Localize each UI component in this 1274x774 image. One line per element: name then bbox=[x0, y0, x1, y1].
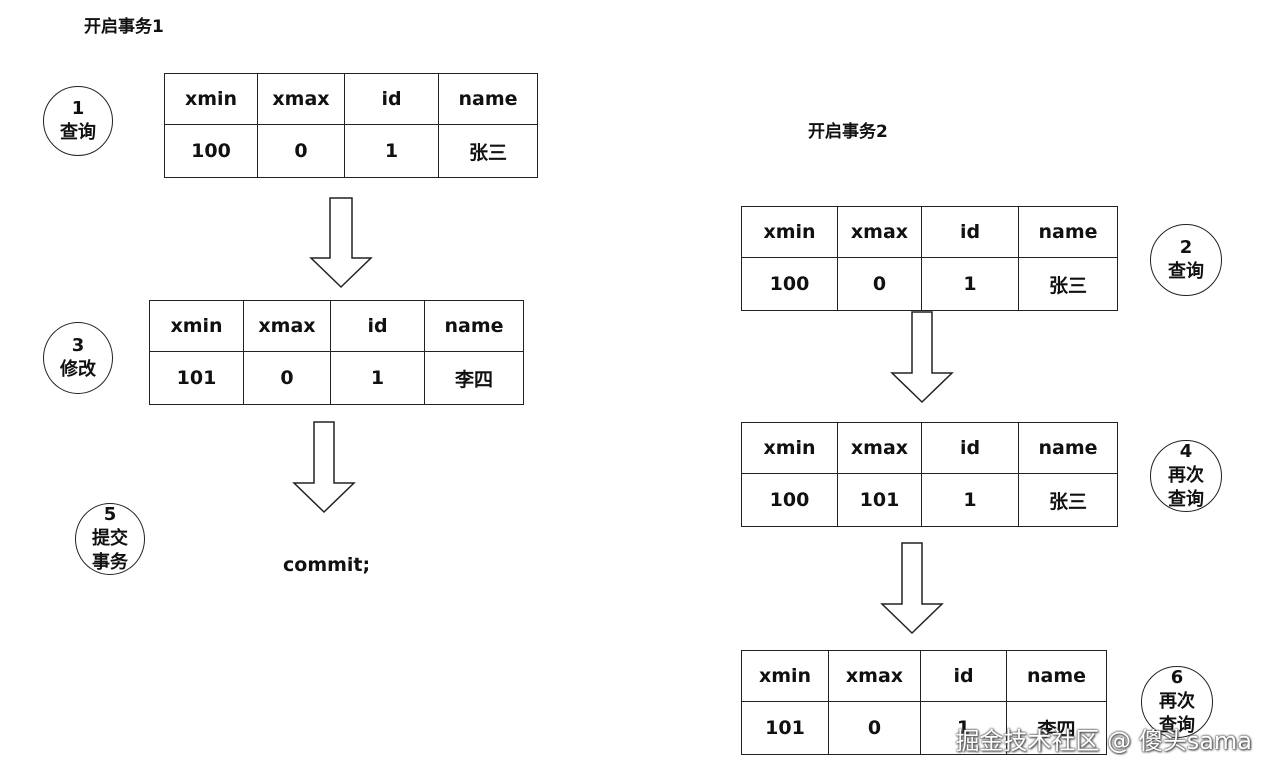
cell-xmin: 100 bbox=[741, 473, 838, 527]
step-4-circle: 4 再次 查询 bbox=[1150, 440, 1222, 512]
step-3-circle: 3 修改 bbox=[43, 322, 113, 394]
version-table-2: xmin xmax id name 101 0 1 李四 bbox=[149, 300, 524, 405]
step-label: 查询 bbox=[1159, 715, 1195, 736]
table-row: 100 101 1 张三 bbox=[741, 473, 1118, 527]
cell-xmin: 101 bbox=[741, 701, 829, 755]
version-table-3: xmin xmax id name 100 0 1 张三 bbox=[741, 206, 1118, 311]
cell-id: 1 bbox=[921, 473, 1019, 527]
cell-id: 1 bbox=[920, 701, 1007, 755]
step-6-circle: 6 再次 查询 bbox=[1141, 666, 1213, 738]
col-name-header: name bbox=[438, 73, 538, 125]
table-header-row: xmin xmax id name bbox=[741, 206, 1118, 258]
step-label: 再次 bbox=[1159, 691, 1195, 712]
cell-name: 张三 bbox=[1018, 257, 1118, 311]
version-table-5: xmin xmax id name 101 0 1 李四 bbox=[741, 650, 1107, 755]
col-xmax-header: xmax bbox=[828, 650, 921, 702]
down-arrow-icon bbox=[309, 197, 373, 289]
col-xmax-header: xmax bbox=[837, 422, 922, 474]
cell-xmin: 100 bbox=[741, 257, 838, 311]
cell-name: 张三 bbox=[1018, 473, 1118, 527]
col-xmin-header: xmin bbox=[149, 300, 244, 352]
step-label: 查询 bbox=[1168, 489, 1204, 510]
version-table-4: xmin xmax id name 100 101 1 张三 bbox=[741, 422, 1118, 527]
col-id-header: id bbox=[920, 650, 1007, 702]
table-header-row: xmin xmax id name bbox=[741, 650, 1107, 702]
col-xmin-header: xmin bbox=[164, 73, 258, 125]
cell-name: 李四 bbox=[1006, 701, 1107, 755]
cell-xmin: 101 bbox=[149, 351, 244, 405]
step-number: 4 bbox=[1179, 441, 1193, 462]
step-5-circle: 5 提交 事务 bbox=[75, 503, 145, 575]
cell-xmax: 0 bbox=[243, 351, 331, 405]
step-number: 5 bbox=[103, 504, 117, 525]
commit-text: commit; bbox=[283, 554, 371, 576]
col-xmax-header: xmax bbox=[837, 206, 922, 258]
table-header-row: xmin xmax id name bbox=[741, 422, 1118, 474]
table-row: 101 0 1 李四 bbox=[741, 701, 1107, 755]
step-number: 1 bbox=[71, 98, 85, 119]
col-id-header: id bbox=[330, 300, 425, 352]
col-xmax-header: xmax bbox=[257, 73, 345, 125]
col-name-header: name bbox=[1006, 650, 1107, 702]
cell-name: 李四 bbox=[424, 351, 524, 405]
col-id-header: id bbox=[921, 422, 1019, 474]
table-header-row: xmin xmax id name bbox=[164, 73, 538, 125]
txn1-title: 开启事务1 bbox=[84, 17, 164, 37]
step-2-circle: 2 查询 bbox=[1150, 224, 1222, 296]
step-label: 查询 bbox=[60, 122, 96, 143]
col-xmin-header: xmin bbox=[741, 422, 838, 474]
down-arrow-icon bbox=[880, 542, 944, 635]
cell-id: 1 bbox=[330, 351, 425, 405]
cell-name: 张三 bbox=[438, 124, 538, 178]
col-xmax-header: xmax bbox=[243, 300, 331, 352]
step-label: 提交 bbox=[92, 528, 128, 549]
step-number: 2 bbox=[1179, 237, 1193, 258]
table-row: 100 0 1 张三 bbox=[164, 124, 538, 178]
table-row: 100 0 1 张三 bbox=[741, 257, 1118, 311]
watermark: 掘金技术社区 @ 傻头sama bbox=[955, 727, 1252, 755]
step-number: 6 bbox=[1170, 667, 1184, 688]
col-name-header: name bbox=[424, 300, 524, 352]
cell-id: 1 bbox=[921, 257, 1019, 311]
step-label: 查询 bbox=[1168, 261, 1204, 282]
cell-xmax: 101 bbox=[837, 473, 922, 527]
table-header-row: xmin xmax id name bbox=[149, 300, 524, 352]
col-xmin-header: xmin bbox=[741, 206, 838, 258]
cell-xmax: 0 bbox=[828, 701, 921, 755]
step-label: 再次 bbox=[1168, 465, 1204, 486]
down-arrow-icon bbox=[890, 311, 954, 404]
version-table-1: xmin xmax id name 100 0 1 张三 bbox=[164, 73, 538, 178]
step-1-circle: 1 查询 bbox=[43, 86, 113, 156]
col-id-header: id bbox=[921, 206, 1019, 258]
col-xmin-header: xmin bbox=[741, 650, 829, 702]
txn2-title: 开启事务2 bbox=[808, 122, 888, 142]
cell-xmax: 0 bbox=[837, 257, 922, 311]
col-id-header: id bbox=[344, 73, 439, 125]
step-number: 3 bbox=[71, 335, 85, 356]
down-arrow-icon bbox=[292, 421, 356, 514]
step-label: 修改 bbox=[60, 359, 96, 380]
cell-id: 1 bbox=[344, 124, 439, 178]
table-row: 101 0 1 李四 bbox=[149, 351, 524, 405]
col-name-header: name bbox=[1018, 206, 1118, 258]
step-label: 事务 bbox=[92, 552, 128, 573]
cell-xmax: 0 bbox=[257, 124, 345, 178]
col-name-header: name bbox=[1018, 422, 1118, 474]
cell-xmin: 100 bbox=[164, 124, 258, 178]
